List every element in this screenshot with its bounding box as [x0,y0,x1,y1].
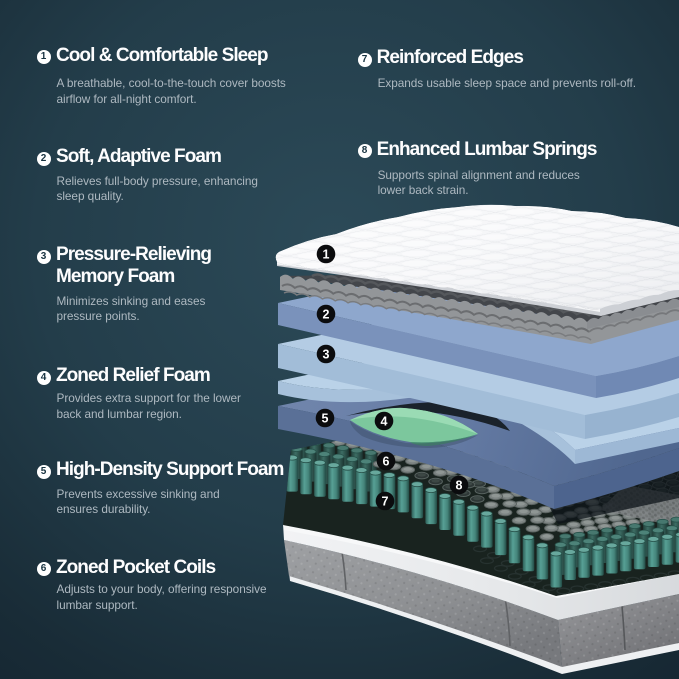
svg-text:4: 4 [381,414,388,428]
svg-text:2: 2 [323,307,330,321]
svg-text:1: 1 [323,247,330,261]
svg-text:6: 6 [383,454,390,468]
svg-text:3: 3 [323,347,330,361]
svg-text:8: 8 [456,478,463,492]
svg-text:7: 7 [382,494,389,508]
svg-text:5: 5 [322,411,329,425]
